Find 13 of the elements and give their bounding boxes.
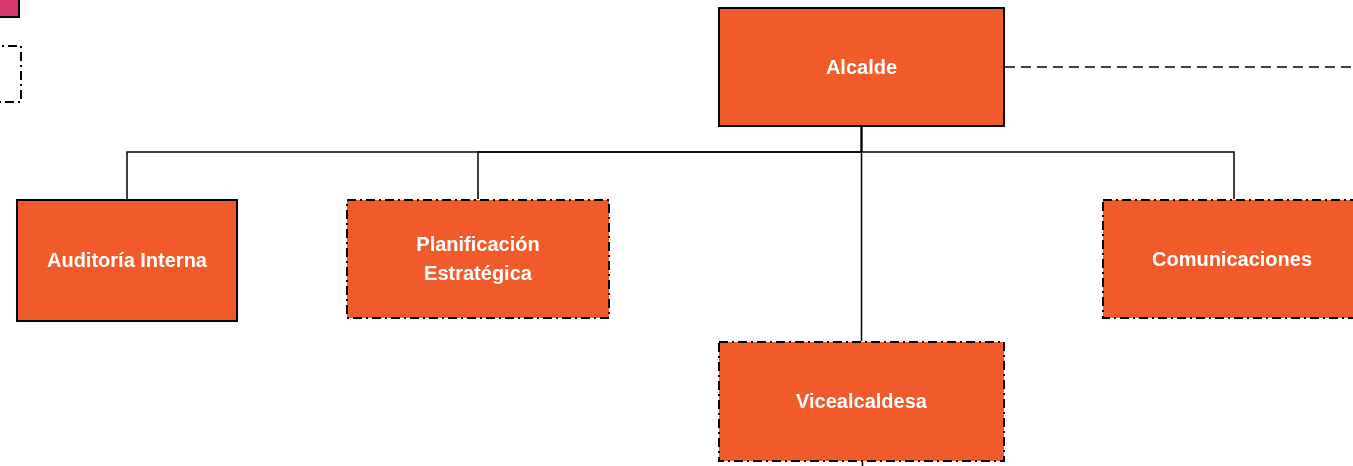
connector-line (860, 126, 1235, 200)
unit-name: Vicealcaldesa (795, 389, 928, 414)
connector-line (1004, 66, 1353, 68)
org-box (718, 7, 1005, 127)
org-box (346, 199, 610, 319)
org-box (1102, 199, 1353, 319)
unit-name: Comunicaciones (1150, 246, 1313, 272)
connector-line (861, 461, 864, 466)
org-box (16, 199, 238, 322)
unit-name: Planificación Estratégica (415, 232, 541, 286)
unit-name: Alcalde (824, 54, 899, 80)
unit-name: Auditoría Interna (46, 248, 208, 273)
org-box (718, 341, 1005, 462)
